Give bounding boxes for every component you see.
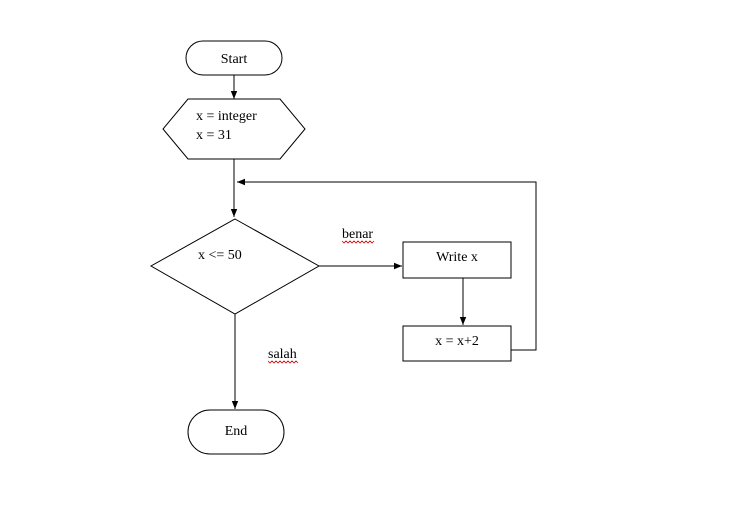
init-line-2: x = 31 — [196, 128, 232, 143]
increment-node: x = x+2 — [402, 325, 512, 362]
init-node: x = integer x = 31 — [162, 98, 306, 160]
init-line-1: x = integer — [196, 109, 257, 124]
edge-loop-back — [237, 178, 537, 351]
true-label: benar — [342, 227, 373, 242]
false-label: salah — [268, 347, 297, 362]
spellcheck-underline-false — [267, 360, 299, 364]
end-node: End — [187, 409, 285, 455]
end-label: End — [225, 424, 248, 439]
write-node: Write x — [402, 241, 512, 279]
spellcheck-underline-true — [341, 240, 375, 244]
decision-label: x <= 50 — [198, 248, 242, 263]
start-label: Start — [221, 52, 248, 67]
start-node: Start — [185, 40, 283, 76]
false-edge-label: salah — [267, 347, 299, 364]
increment-label: x = x+2 — [435, 334, 479, 349]
true-edge-label: benar — [341, 227, 375, 244]
write-label: Write x — [436, 250, 478, 265]
decision-node: x <= 50 — [149, 218, 321, 315]
